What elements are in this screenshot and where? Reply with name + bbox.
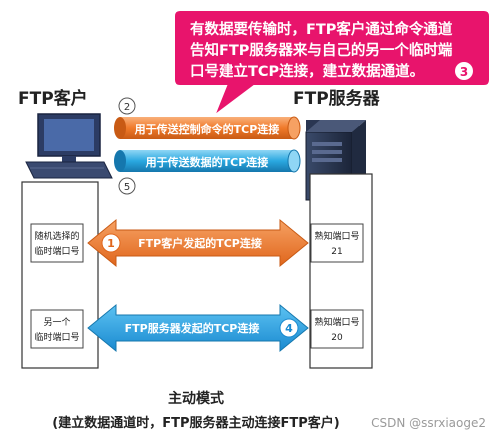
step-2-label: 2 bbox=[124, 102, 130, 113]
caption-subtitle: (建立数据通道时，FTP服务器主动连接FTP客户) bbox=[52, 415, 339, 431]
server-port-2-line2: 20 bbox=[331, 333, 343, 343]
server-title: FTP服务器 bbox=[293, 88, 381, 109]
step-2-badge bbox=[118, 97, 136, 115]
callout-bubble bbox=[173, 9, 491, 119]
step-3-label: 3 bbox=[460, 65, 468, 79]
client-port-box-1 bbox=[30, 223, 84, 263]
step-1-badge bbox=[101, 233, 121, 253]
client-port-1-line1: 随机选择的 bbox=[34, 230, 79, 242]
server-port-1-line1: 熟知端口号 bbox=[314, 230, 359, 242]
callout-line-2: 告知FTP服务器来与自己的另一个临时端 bbox=[190, 41, 453, 59]
server-port-box-1 bbox=[310, 223, 364, 263]
caption-title: 主动模式 bbox=[168, 390, 224, 407]
client-initiated-connection-arrow: 1 FTP客户发起的TCP连接 bbox=[87, 218, 309, 268]
control-pipe-label: 用于传送控制命令的TCP连接 bbox=[135, 122, 280, 136]
control-connection-pipe: 用于传送控制命令的TCP连接 bbox=[114, 116, 301, 140]
callout-box: 有数据要传输时，FTP客户通过命令通道 告知FTP服务器来与自己的另一个临时端 … bbox=[173, 9, 491, 119]
server-port-2-line1: 熟知端口号 bbox=[314, 316, 359, 328]
watermark-text: CSDN @ssrxiaoge2 bbox=[371, 416, 486, 430]
step-4-label: 4 bbox=[285, 322, 293, 335]
client-port-box-2 bbox=[30, 309, 84, 349]
data-connection-pipe: 用于传送数据的TCP连接 bbox=[114, 149, 301, 173]
client-port-2-line1: 另一个 bbox=[43, 317, 70, 328]
client-arrow-label: FTP客户发起的TCP连接 bbox=[138, 236, 262, 250]
server-initiated-connection-arrow: 4 FTP服务器发起的TCP连接 bbox=[87, 303, 309, 353]
client-title: FTP客户 bbox=[18, 88, 88, 109]
client-computer-icon bbox=[25, 113, 113, 179]
server-arrow-label: FTP服务器发起的TCP连接 bbox=[125, 321, 260, 335]
server-port-box-2 bbox=[310, 309, 364, 349]
step-4-badge bbox=[279, 318, 299, 338]
data-pipe-label: 用于传送数据的TCP连接 bbox=[146, 155, 269, 169]
callout-line-3: 口号建立TCP连接，建立数据通道。 bbox=[190, 62, 424, 80]
callout-line-1: 有数据要传输时，FTP客户通过命令通道 bbox=[190, 20, 453, 38]
client-port-2-line2: 临时端口号 bbox=[34, 331, 79, 343]
step-3-badge bbox=[455, 62, 473, 80]
client-port-1-line2: 临时端口号 bbox=[34, 245, 79, 257]
step-5-badge bbox=[118, 177, 136, 195]
step-1-label: 1 bbox=[107, 237, 115, 250]
server-port-1-line2: 21 bbox=[331, 247, 342, 257]
step-5-label: 5 bbox=[124, 182, 130, 193]
